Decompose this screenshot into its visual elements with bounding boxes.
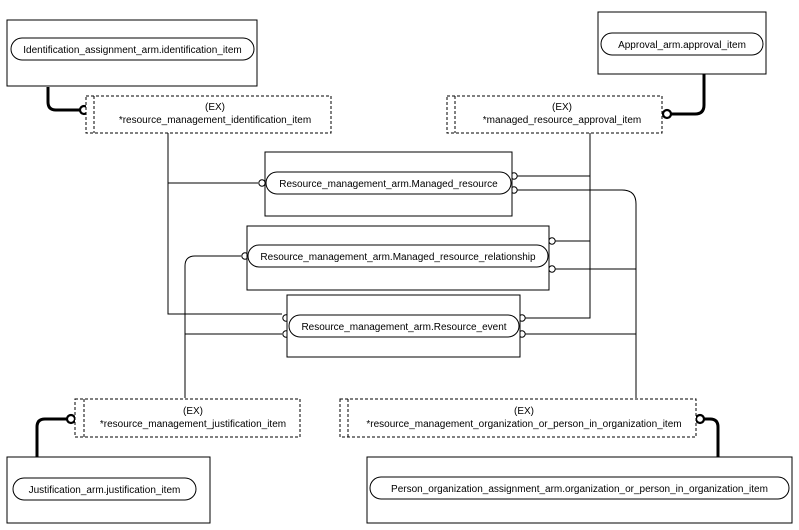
entity-resource-event[interactable]: Resource_management_arm.Resource_event — [286, 294, 521, 358]
entity-label: Resource_management_arm.Managed_resource — [279, 179, 498, 190]
relationship-lines — [167, 133, 637, 398]
entity-approval-item[interactable]: Approval_arm.approval_item — [597, 11, 767, 75]
entity-managed-resource-relationship[interactable]: Resource_management_arm.Managed_resource… — [246, 225, 550, 291]
circle-marker — [548, 237, 556, 245]
thick-line-organization — [704, 417, 720, 457]
circle-marker — [661, 108, 673, 120]
line-approval-to-managed-resource — [516, 133, 591, 177]
select-name: *managed_resource_approval_item — [483, 115, 641, 126]
entity-organization-item[interactable]: Person_organization_assignment_arm.organ… — [366, 456, 793, 524]
select-justification-item[interactable]: (EX) *resource_management_justification_… — [74, 398, 301, 438]
circle-marker — [65, 413, 77, 425]
select-name: *resource_management_organization_or_per… — [366, 419, 681, 430]
circle-marker — [548, 265, 556, 273]
entity-label: Approval_arm.approval_item — [618, 40, 746, 51]
select-tag: (EX) — [552, 102, 572, 113]
entity-justification-item[interactable]: Justification_arm.justification_item — [6, 456, 211, 524]
select-tag: (EX) — [514, 406, 534, 417]
select-lines — [35, 68, 720, 457]
select-approval-item[interactable]: (EX) *managed_resource_approval_item — [446, 95, 663, 134]
line-identification-to-resource-event — [167, 183, 282, 315]
entity-identification-item[interactable]: Identification_assignment_arm.identifica… — [6, 19, 258, 87]
select-tag: (EX) — [205, 102, 225, 113]
entity-label: Resource_management_arm.Managed_resource… — [260, 252, 536, 263]
entity-label: Justification_arm.justification_item — [29, 485, 181, 496]
select-name: *resource_management_justification_item — [100, 419, 286, 430]
entity-label: Person_organization_assignment_arm.organ… — [391, 484, 768, 495]
select-tag: (EX) — [183, 406, 203, 417]
select-name: *resource_management_identification_item — [119, 115, 311, 126]
select-identification-item[interactable]: (EX) *resource_management_identification… — [85, 95, 332, 134]
thick-line-justification — [35, 417, 67, 457]
line-justification-to-relationship — [184, 255, 241, 398]
line-organization-to-managed-resource — [516, 189, 637, 398]
entity-label: Identification_assignment_arm.identifica… — [23, 45, 241, 56]
line-approval-to-resource-event — [524, 241, 591, 319]
entity-label: Resource_management_arm.Resource_event — [301, 322, 506, 333]
thick-line-identification — [46, 87, 80, 112]
thick-line-approval — [671, 68, 706, 116]
circle-marker — [694, 413, 706, 425]
line-identification-to-managed-resource — [167, 133, 258, 184]
select-organization-item[interactable]: (EX) *resource_management_organization_o… — [339, 398, 697, 438]
circle-marker — [258, 179, 266, 187]
line-approval-to-relationship — [552, 176, 591, 242]
entity-managed-resource[interactable]: Resource_management_arm.Managed_resource — [264, 151, 513, 217]
